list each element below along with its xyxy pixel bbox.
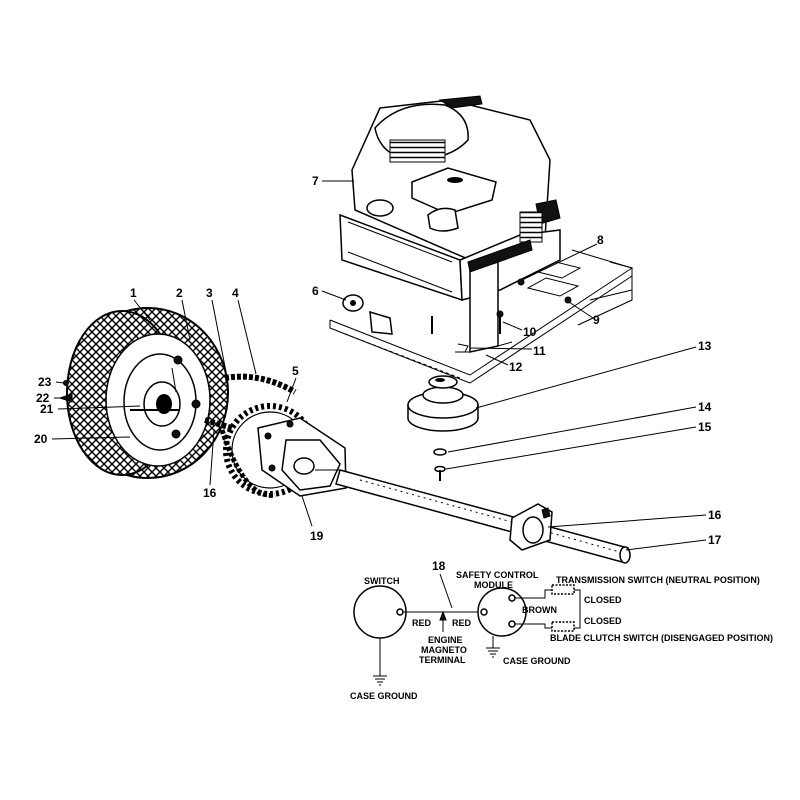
flange-bearing — [509, 503, 553, 551]
callout-14: 14 — [698, 400, 712, 414]
callout-2: 2 — [176, 286, 183, 300]
blade-clutch-switch-symbol — [551, 621, 575, 632]
closed-label-bottom: CLOSED — [584, 616, 622, 626]
callout-17: 17 — [708, 533, 722, 547]
callout-7: 7 — [312, 174, 319, 188]
ground-symbol-left — [373, 675, 387, 686]
closed-label-top: CLOSED — [584, 595, 622, 605]
callout-22: 22 — [36, 391, 50, 405]
callout-11: 11 — [533, 344, 546, 358]
callout-16-right: 16 — [708, 508, 722, 522]
wiring-diagram: SWITCH CASE GROUND RED RED ENGINE MAGNET… — [350, 570, 773, 701]
callout-3: 3 — [206, 286, 213, 300]
axle-shaft — [335, 469, 631, 564]
pulley — [407, 375, 479, 432]
callouts: 1 2 3 4 5 6 7 8 9 10 11 12 13 14 15 16 1… — [34, 174, 722, 609]
brown-label: BROWN — [522, 605, 557, 615]
engine-label-3: TERMINAL — [419, 655, 466, 665]
transmission-switch-symbol — [551, 584, 575, 595]
callout-16-left: 16 — [203, 486, 217, 500]
engine-hardware — [342, 278, 572, 353]
callout-1: 1 — [130, 286, 137, 300]
rear-wheel — [66, 307, 229, 479]
engine-label-1: ENGINE — [428, 635, 463, 645]
module-label-1: SAFETY CONTROL — [456, 570, 539, 580]
transaxle — [257, 417, 347, 497]
callout-12: 12 — [509, 360, 523, 374]
blade-clutch-switch-label: BLADE CLUTCH SWITCH (DISENGAGED POSITION… — [550, 633, 773, 643]
callout-18: 18 — [432, 559, 446, 573]
red-label-right: RED — [452, 618, 472, 628]
callout-6: 6 — [312, 284, 319, 298]
callout-13: 13 — [698, 339, 712, 353]
callout-8: 8 — [597, 233, 604, 247]
callout-19: 19 — [310, 529, 324, 543]
callout-4: 4 — [232, 286, 239, 300]
transmission-switch-label: TRANSMISSION SWITCH (NEUTRAL POSITION) — [556, 575, 760, 585]
callout-5: 5 — [292, 364, 299, 378]
case-ground-left-label: CASE GROUND — [350, 691, 418, 701]
callout-23: 23 — [38, 375, 52, 389]
switch-label: SWITCH — [364, 576, 400, 586]
engine-label-2: MAGNETO — [421, 645, 467, 655]
callout-20: 20 — [34, 432, 48, 446]
callout-21: 21 — [40, 402, 54, 416]
mounting-deck — [329, 249, 634, 384]
red-label-left: RED — [412, 618, 432, 628]
hub-hardware — [58, 380, 73, 403]
washer-and-bolt — [433, 448, 447, 481]
ground-symbol-right — [486, 647, 500, 658]
engine — [339, 95, 561, 353]
callout-10: 10 — [523, 325, 537, 339]
callout-9: 9 — [593, 313, 600, 327]
module-label-2: MODULE — [474, 580, 513, 590]
case-ground-right-label: CASE GROUND — [503, 656, 571, 666]
callout-15: 15 — [698, 420, 712, 434]
